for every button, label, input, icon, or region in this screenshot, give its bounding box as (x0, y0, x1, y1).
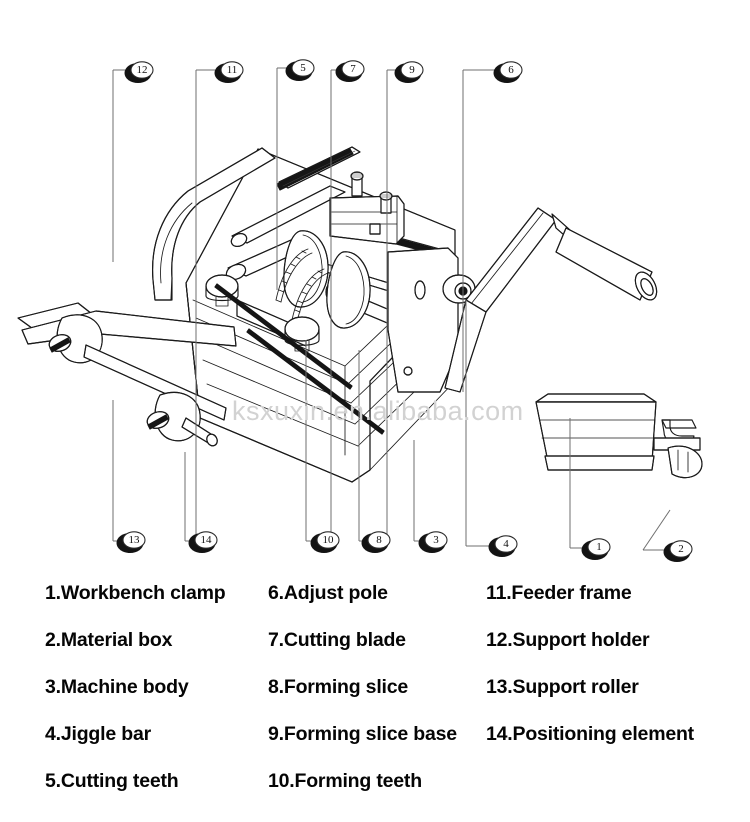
feeder-frame (152, 147, 276, 301)
workbench-clamp (653, 419, 703, 479)
legend-item-9: 9.Forming slice base (268, 723, 457, 745)
legend-item-10: 10.Forming teeth (268, 770, 422, 792)
parts-legend: 1.Workbench clamp 2.Material box 3.Machi… (0, 572, 750, 822)
callout-marker-12: 12 (124, 61, 154, 83)
callout-marker-3: 3 (418, 531, 448, 553)
callout-marker-2: 2 (663, 540, 693, 562)
callout-number: 11 (227, 64, 238, 76)
legend-item-6: 6.Adjust pole (268, 582, 388, 604)
callout-number: 8 (376, 534, 382, 546)
callout-marker-4: 4 (488, 535, 518, 557)
legend-item-5: 5.Cutting teeth (45, 770, 179, 792)
legend-item-2: 2.Material box (45, 629, 173, 651)
callout-marker-8: 8 (361, 531, 391, 553)
legend-item-1: 1.Workbench clamp (45, 582, 226, 604)
legend-item-14: 14.Positioning element (486, 723, 694, 745)
callout-number: 1 (596, 541, 602, 553)
legend-item-11: 11.Feeder frame (486, 582, 632, 604)
forming-cutting-discs (275, 230, 371, 329)
legend-item-8: 8.Forming slice (268, 676, 409, 698)
callout-number: 10 (323, 534, 335, 546)
callout-marker-11: 11 (214, 61, 244, 83)
material-box (535, 393, 657, 471)
legend-item-4: 4.Jiggle bar (45, 723, 151, 745)
callout-marker-9: 9 (394, 61, 424, 83)
adjust-pole-bracket (329, 171, 405, 245)
callout-marker-1: 1 (581, 538, 611, 560)
callout-number: 4 (503, 538, 509, 550)
callout-number: 9 (409, 64, 415, 76)
callout-number: 5 (300, 62, 306, 74)
callout-marker-6: 6 (493, 61, 523, 83)
callout-number: 13 (129, 534, 141, 546)
legend-item-7: 7.Cutting blade (268, 629, 406, 651)
callout-marker-10: 10 (310, 531, 340, 553)
callout-number: 3 (433, 534, 439, 546)
callout-number: 6 (508, 64, 514, 76)
callout-marker-13: 13 (116, 531, 146, 553)
legend-item-13: 13.Support roller (486, 676, 639, 698)
crank-handle (387, 207, 658, 393)
callout-number: 7 (350, 63, 356, 75)
legend-item-12: 12.Support holder (486, 629, 650, 651)
callout-marker-5: 5 (285, 59, 315, 81)
knurled-knobs (205, 274, 320, 352)
callout-number: 2 (678, 543, 684, 555)
jiggle-bars (214, 283, 385, 435)
callout-number: 12 (137, 64, 148, 76)
support-roller-arms (17, 302, 237, 447)
callout-marker-7: 7 (335, 60, 365, 82)
callout-marker-14: 14 (188, 531, 218, 553)
callout-number: 14 (201, 534, 213, 546)
legend-item-3: 3.Machine body (45, 676, 189, 698)
